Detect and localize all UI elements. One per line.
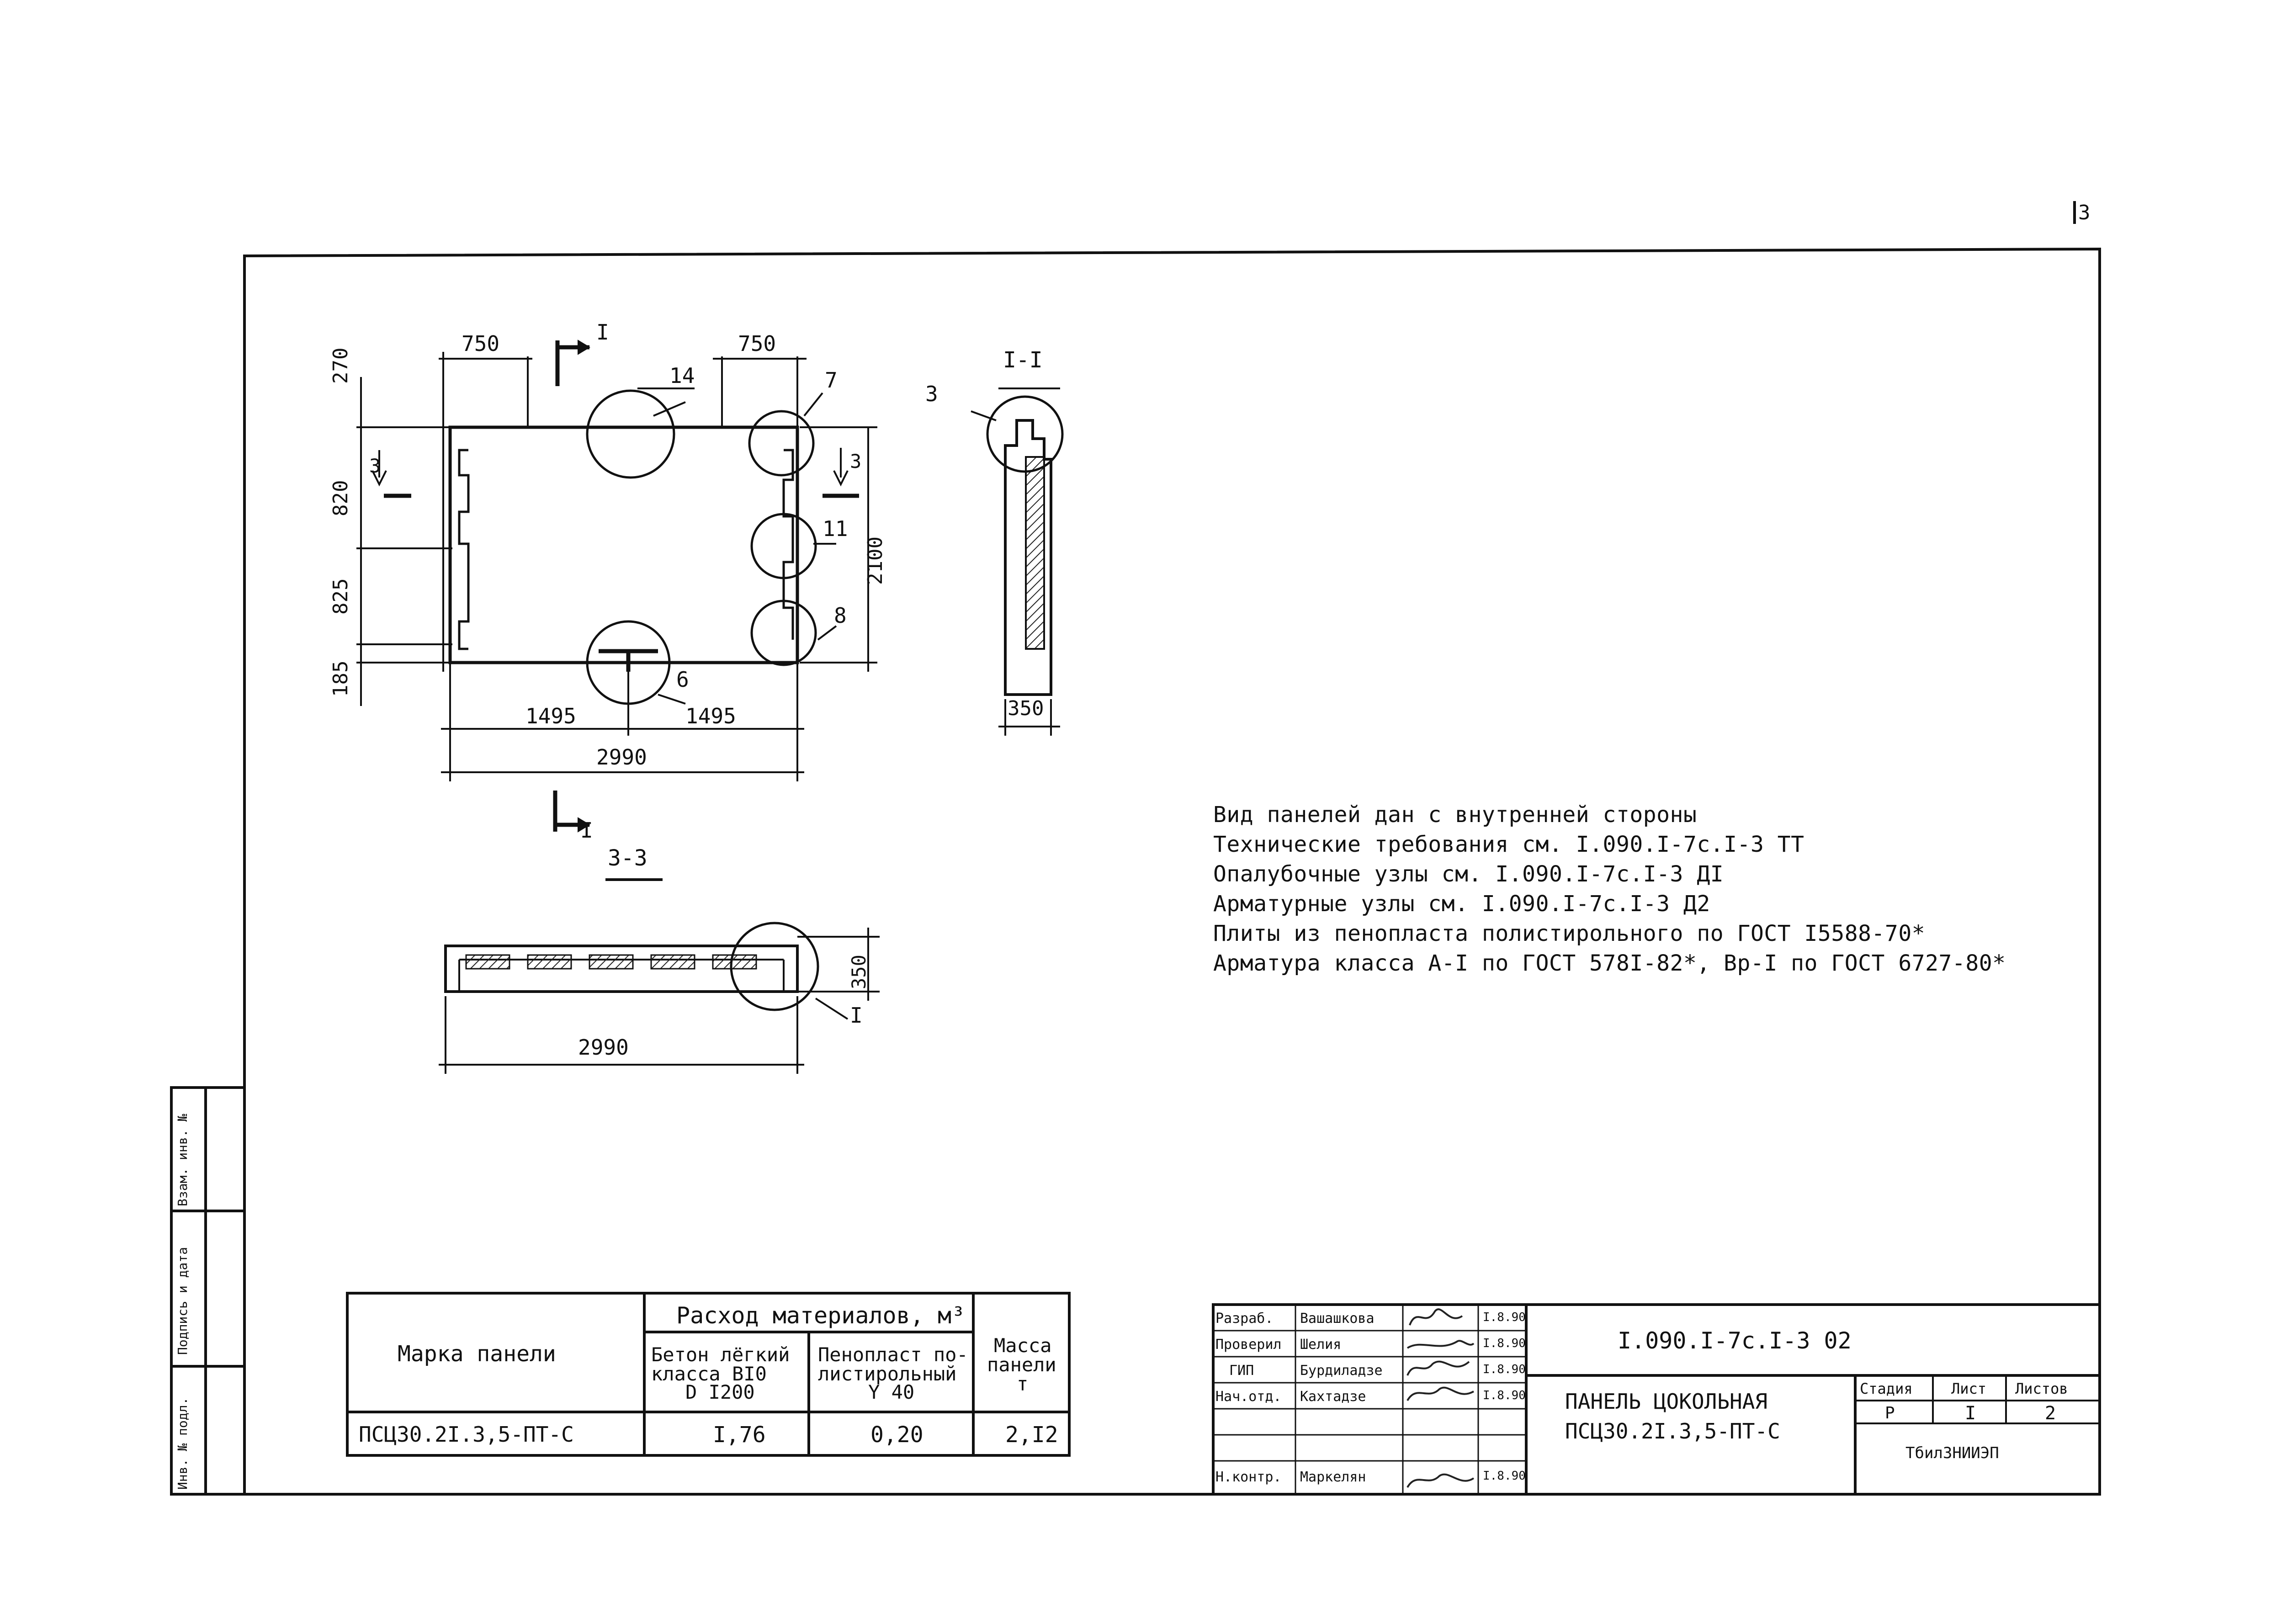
role-3: Нач.отд. — [1215, 1389, 1282, 1405]
detail-circle-7 — [748, 410, 815, 477]
name-6: Маркелян — [1300, 1469, 1366, 1485]
callout-8: 8 — [834, 603, 847, 628]
dim-820: 820 — [329, 480, 352, 516]
callout-3-right: 3 — [850, 450, 862, 472]
table-cell-foam: 0,20 — [870, 1422, 923, 1448]
date-6: I.8.90 — [1483, 1469, 1526, 1483]
sheets-value: 2 — [2045, 1403, 2056, 1424]
table-header-foam-1: Пенопласт по- — [818, 1343, 968, 1366]
date-3: I.8.90 — [1483, 1389, 1526, 1402]
organization: ТбилЗНИИЭП — [1905, 1444, 1999, 1462]
role-0: Разраб. — [1215, 1311, 1274, 1327]
section-dim-350: 350 — [848, 955, 870, 989]
side-stamp-inv-podl: Инв. № подл. — [175, 1397, 190, 1490]
note-6: Арматура класса А-I по ГОСТ 578I-82*, Вр… — [1213, 950, 2006, 976]
section-callout-I: I — [850, 1003, 863, 1028]
section-mark-bottom-I: I — [580, 818, 593, 843]
callout-14: 14 — [669, 363, 695, 388]
table-header-mass-1: Масса — [994, 1334, 1052, 1357]
plan-view — [356, 340, 877, 881]
name-2: Бурдиладзе — [1300, 1363, 1383, 1379]
side-view-title: I-I — [1003, 347, 1043, 373]
stage-label: Стадия — [1860, 1380, 1913, 1397]
side-stamp-podpis: Подпись и дата — [175, 1247, 190, 1355]
table-header-mark: Марка панели — [398, 1341, 556, 1367]
sheet-frame — [243, 247, 2101, 1496]
name-0: Вашашкова — [1300, 1311, 1375, 1327]
table-header-mass-3: т — [1017, 1373, 1029, 1395]
date-1: I.8.90 — [1483, 1337, 1526, 1350]
table-header-concrete-2: класса BI0 — [651, 1363, 767, 1385]
table-header-concrete-3: D I200 — [685, 1381, 755, 1403]
section-3-3-view — [439, 922, 880, 1074]
table-header-foam-3: Y 40 — [868, 1381, 915, 1403]
side-stamp-vzam: Взам. инв. № — [175, 1114, 190, 1206]
side-view-I-I — [971, 387, 1064, 736]
signatures — [1406, 1308, 1475, 1488]
drawing-title-2: ПСЦ30.2I.3,5-ПТ-С — [1565, 1419, 1780, 1444]
detail-circle-14 — [586, 389, 675, 479]
note-3: Опалубочные узлы см. I.090.I-7с.I-3 ДI — [1213, 861, 1724, 887]
section-dim-2990: 2990 — [578, 1035, 629, 1060]
binding-strip — [170, 1086, 246, 1496]
name-1: Шелия — [1300, 1337, 1342, 1353]
table-header-foam-2: листирольный — [818, 1363, 957, 1385]
materials-table-lines — [346, 1292, 1071, 1457]
note-4: Арматурные узлы см. I.090.I-7с.I-3 Д2 — [1213, 891, 1710, 917]
dim-1495-right: 1495 — [685, 704, 736, 728]
dim-1495-left: 1495 — [525, 704, 576, 728]
table-cell-mass: 2,I2 — [1005, 1422, 1058, 1448]
dim-2100: 2100 — [864, 536, 887, 585]
side-view-dim-350: 350 — [1008, 697, 1044, 720]
detail-circle-11 — [750, 513, 817, 579]
drawing-title-1: ПАНЕЛЬ ЦОКОЛЬНАЯ — [1565, 1389, 1768, 1414]
callout-7: 7 — [825, 368, 838, 393]
section-mark-top-I: I — [596, 320, 609, 345]
role-2: ГИП — [1229, 1363, 1254, 1379]
callout-3-left: 3 — [369, 455, 381, 477]
section-3-3-label: 3-3 — [608, 845, 647, 871]
title-block-lines — [1212, 1303, 2101, 1496]
table-cell-mark: ПСЦ30.2I.3,5-ПТ-С — [359, 1422, 574, 1447]
stage-value: Р — [1885, 1404, 1895, 1422]
date-0: I.8.90 — [1483, 1311, 1526, 1324]
note-2: Технические требования см. I.090.I-7с.I-… — [1213, 832, 1804, 857]
dim-2990-plan: 2990 — [596, 745, 647, 770]
drawing-code: I.090.I-7с.I-3 02 — [1618, 1327, 1852, 1354]
detail-circle-8 — [750, 600, 817, 666]
callout-11: 11 — [823, 516, 848, 541]
sheet-value: I — [1965, 1403, 1976, 1424]
table-cell-concrete: I,76 — [713, 1422, 766, 1448]
dim-825: 825 — [329, 578, 352, 615]
note-5: Плиты из пенопласта полистирольного по Г… — [1213, 921, 1926, 946]
side-view-callout-3: 3 — [925, 382, 938, 406]
role-1: Проверил — [1215, 1337, 1282, 1353]
table-header-concrete-1: Бетон лёгкий — [651, 1343, 790, 1366]
table-header-group: Расход материалов, м³ — [676, 1302, 966, 1329]
dim-270: 270 — [329, 347, 352, 384]
name-3: Кахтадзе — [1300, 1389, 1366, 1405]
callout-6: 6 — [676, 667, 689, 692]
sheets-label: Листов — [2015, 1380, 2068, 1397]
dim-top-left: 750 — [462, 331, 500, 356]
page-number: 3 — [2078, 201, 2091, 224]
dim-top-right: 750 — [738, 331, 776, 356]
table-header-mass-2: панели — [987, 1353, 1056, 1376]
date-2: I.8.90 — [1483, 1363, 1526, 1376]
note-1: Вид панелей дан с внутренней стороны — [1213, 802, 1697, 828]
role-6: Н.контр. — [1215, 1469, 1282, 1485]
dim-185: 185 — [329, 660, 352, 697]
sheet-label: Лист — [1951, 1380, 1987, 1397]
